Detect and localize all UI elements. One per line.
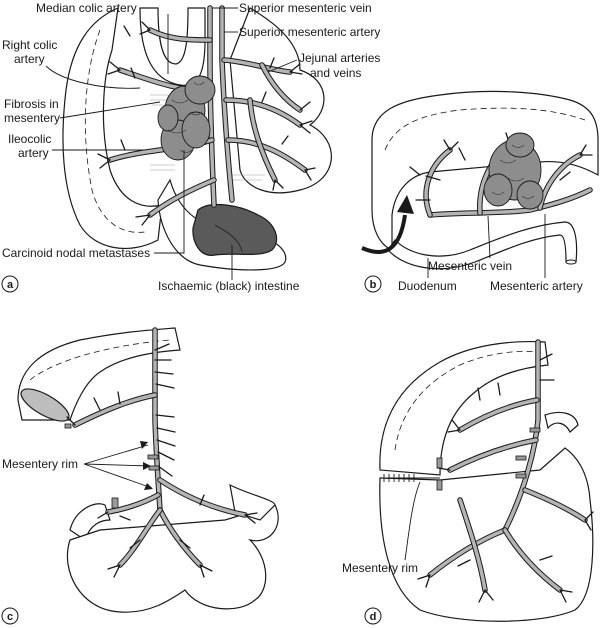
label-ileocolic-line1: Ileocolic — [8, 132, 51, 146]
panel-c-clip — [64, 423, 72, 429]
panel-b-badge — [364, 275, 382, 293]
panel-a-carcinoid-mass — [157, 75, 216, 161]
panel-d-clip — [436, 457, 443, 469]
panel-b-arrowhead-icon — [397, 195, 414, 214]
label-jejunal-line1: Jejunal arteries — [299, 51, 380, 65]
panel-c-badge — [1, 607, 19, 625]
panel-d: Mesentery rim d — [342, 339, 594, 625]
label-fibrosis-line2: mesentery — [4, 111, 60, 125]
label-carcinoid-nodal-metastases: Carcinoid nodal metastases — [2, 246, 150, 260]
panel-d-clip — [515, 473, 527, 479]
panel-d-small-intestine — [379, 447, 594, 622]
panel-d-clip — [515, 455, 527, 461]
panel-a-ischaemic-intestine — [192, 204, 278, 256]
panel-d-badge — [364, 607, 382, 625]
label-jejunal-line2: and veins — [310, 66, 361, 80]
panel-c-clip — [148, 465, 160, 471]
label-right-colic-artery-line1: Right colic — [2, 38, 57, 52]
panel-d-letter: d — [370, 611, 377, 623]
label-duodenum: Duodenum — [398, 279, 457, 293]
label-superior-mesenteric-vein: Superior mesenteric vein — [239, 1, 372, 15]
panel-b-colon — [371, 90, 599, 251]
panel-c-letter: c — [7, 611, 13, 623]
label-ischaemic-intestine: Ischaemic (black) intestine — [158, 279, 300, 293]
label-mesenteric-vein: Mesenteric vein — [428, 259, 512, 273]
label-mesenteric-artery: Mesenteric artery — [490, 279, 583, 293]
panel-b-rotation-arrow — [361, 214, 407, 254]
panel-b: Duodenum Mesenteric vein Mesenteric arte… — [361, 90, 599, 293]
panel-c-clip — [111, 497, 119, 509]
label-fibrosis-line1: Fibrosis in — [4, 97, 59, 111]
panel-a: Median colic artery Superior mesenteric … — [1, 1, 380, 293]
panel-a-letter: a — [7, 279, 14, 291]
label-mesentery-rim-d: Mesentery rim — [342, 561, 418, 575]
panel-c-clip — [147, 454, 159, 460]
label-right-colic-artery-line2: artery — [14, 52, 45, 66]
panel-c-small-intestine — [66, 504, 279, 613]
panel-c: Mesentery rim c — [1, 327, 279, 625]
label-superior-mesenteric-artery: Superior mesenteric artery — [239, 25, 380, 39]
panel-c-transverse-colon — [17, 327, 181, 421]
panel-d-clip — [436, 479, 443, 491]
label-median-colic-artery: Median colic artery — [36, 1, 137, 15]
label-ileocolic-line2: artery — [18, 146, 49, 160]
panel-b-letter: b — [370, 279, 377, 291]
panel-c-ileum-stump — [69, 503, 111, 541]
panel-a-badge — [1, 275, 19, 293]
panel-a-transverse-loop — [139, 7, 206, 86]
panel-d-colon — [379, 341, 549, 476]
panel-b-carcinoid-mass — [483, 132, 544, 210]
label-mesentery-rim-c: Mesentery rim — [2, 457, 78, 471]
panel-d-clip — [529, 427, 541, 433]
